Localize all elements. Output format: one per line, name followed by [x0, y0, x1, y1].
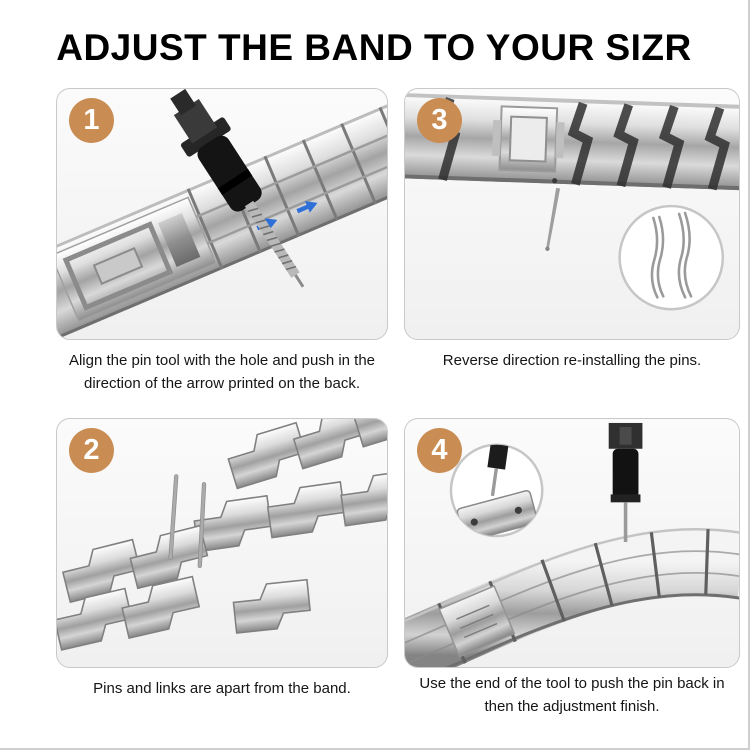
- clasp-plate: [438, 585, 516, 658]
- magnified-split-pins: [650, 211, 693, 299]
- link-pin: [545, 187, 561, 251]
- butterfly-clasp: [57, 196, 217, 323]
- magnifier-circle: [449, 443, 544, 538]
- step-4-number-badge: 4: [417, 428, 462, 473]
- step-1-panel: 1: [56, 88, 388, 340]
- step-3-illustration: [405, 92, 739, 311]
- step-3-caption: Reverse direction re-installing the pins…: [442, 352, 702, 369]
- step-2-number-badge: 2: [69, 428, 114, 473]
- step-1-illustration: [57, 89, 387, 339]
- step-4-caption: Use the end of the tool to push the pin …: [419, 675, 725, 715]
- page-title: ADJUST THE BAND TO YOUR SIZR: [56, 27, 692, 68]
- step-1-number-badge: 1: [69, 98, 114, 143]
- magnifier-circle: [618, 204, 725, 311]
- pin-push-tool: [608, 422, 643, 543]
- loose-pins: [168, 474, 207, 569]
- magnified-tool-tip: [456, 444, 538, 537]
- curved-watch-band: [405, 528, 739, 667]
- step-4-illustration: [405, 422, 739, 667]
- step-2-illustration: [57, 419, 387, 651]
- step-2-panel: 2: [56, 418, 388, 668]
- pin-hole: [552, 178, 558, 184]
- clasp-buckle: [491, 105, 565, 173]
- step-3-number-badge: 3: [417, 98, 462, 143]
- step-1-caption: Align the pin tool with the hole and pus…: [68, 352, 376, 392]
- step-3-panel: 3: [404, 88, 740, 340]
- horizontal-watch-band: [405, 92, 739, 190]
- pin-removal-tool: [170, 89, 305, 288]
- step-2-caption: Pins and links are apart from the band.: [93, 680, 351, 697]
- step-4-panel: 4: [404, 418, 740, 668]
